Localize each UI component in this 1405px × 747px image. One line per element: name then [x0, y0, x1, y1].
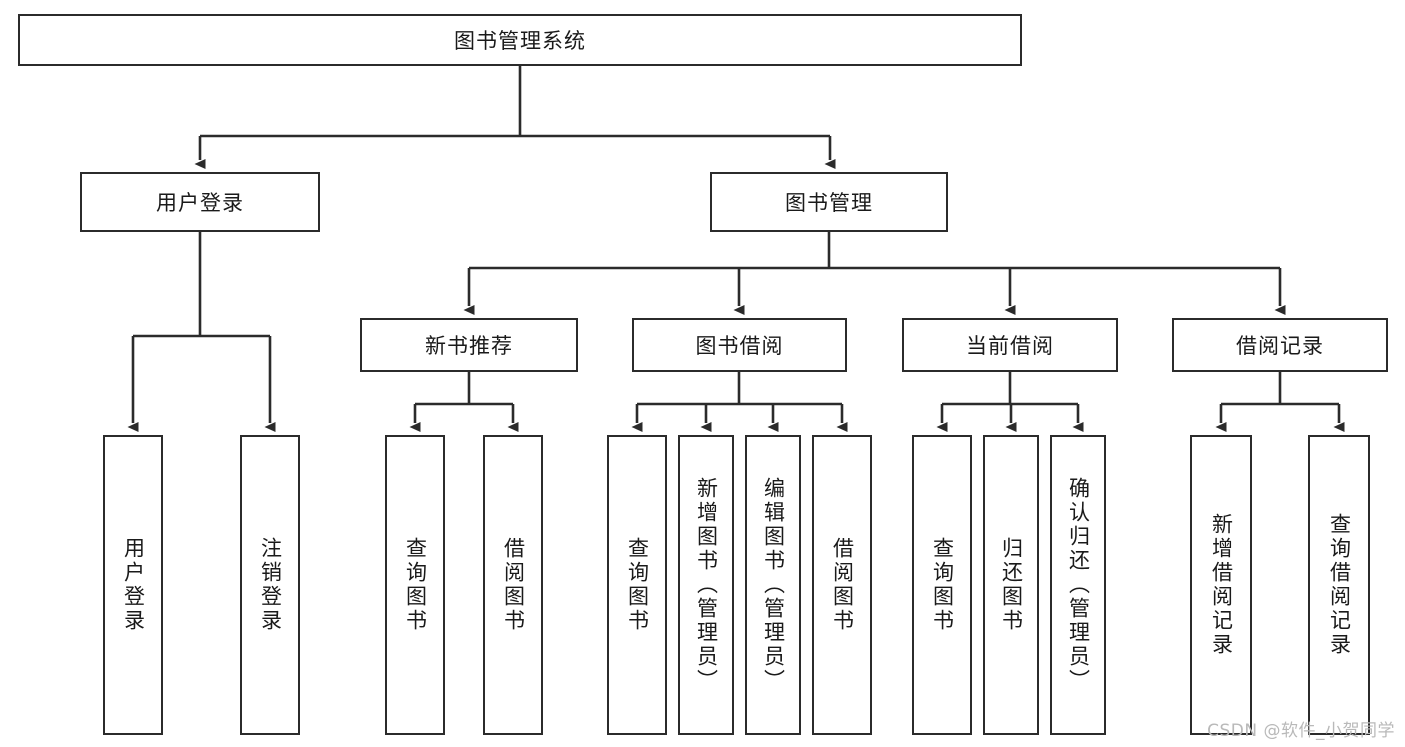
node-leaf-query-book-2-label: 查询图书	[625, 537, 650, 633]
node-leaf-query-book-3-label: 查询图书	[930, 537, 955, 633]
node-leaf-query-record-label: 查询借阅记录	[1327, 513, 1352, 657]
node-leaf-return-book[interactable]: 归还图书	[983, 435, 1039, 735]
node-leaf-confirm-return[interactable]: 确认归还（管理员）	[1050, 435, 1106, 735]
node-leaf-query-book-3[interactable]: 查询图书	[912, 435, 972, 735]
node-current-borrow[interactable]: 当前借阅	[902, 318, 1118, 372]
node-book-borrow-label: 图书借阅	[695, 334, 784, 358]
node-borrow-record[interactable]: 借阅记录	[1172, 318, 1388, 372]
node-new-book-rec-label: 新书推荐	[425, 334, 513, 358]
node-leaf-borrow-book-2-label: 借阅图书	[830, 537, 855, 633]
node-current-borrow-label: 当前借阅	[966, 334, 1054, 358]
node-root[interactable]: 图书管理系统	[18, 14, 1022, 66]
node-borrow-record-label: 借阅记录	[1236, 334, 1324, 358]
node-leaf-query-book-2[interactable]: 查询图书	[607, 435, 667, 735]
node-leaf-add-book-label: 新增图书（管理员）	[694, 477, 719, 693]
node-book-borrow[interactable]: 图书借阅	[632, 318, 847, 372]
node-leaf-user-logout[interactable]: 注销登录	[240, 435, 300, 735]
node-leaf-query-book-1-label: 查询图书	[403, 537, 428, 633]
node-user-login[interactable]: 用户登录	[80, 172, 320, 232]
node-leaf-add-record[interactable]: 新增借阅记录	[1190, 435, 1252, 735]
node-leaf-user-login-label: 用户登录	[121, 537, 146, 633]
node-book-manage[interactable]: 图书管理	[710, 172, 948, 232]
node-root-label: 图书管理系统	[454, 29, 586, 53]
node-leaf-query-book-1[interactable]: 查询图书	[385, 435, 445, 735]
node-leaf-query-record[interactable]: 查询借阅记录	[1308, 435, 1370, 735]
node-leaf-user-logout-label: 注销登录	[258, 537, 283, 633]
node-user-login-label: 用户登录	[156, 191, 244, 215]
node-leaf-edit-book-label: 编辑图书（管理员）	[761, 477, 786, 693]
watermark-text: CSDN @软件_小贺同学	[1207, 721, 1395, 741]
node-new-book-rec[interactable]: 新书推荐	[360, 318, 578, 372]
node-leaf-add-book[interactable]: 新增图书（管理员）	[678, 435, 734, 735]
node-leaf-borrow-book-1[interactable]: 借阅图书	[483, 435, 543, 735]
node-leaf-add-record-label: 新增借阅记录	[1209, 513, 1234, 657]
node-leaf-borrow-book-2[interactable]: 借阅图书	[812, 435, 872, 735]
node-leaf-return-book-label: 归还图书	[999, 537, 1024, 633]
node-leaf-user-login[interactable]: 用户登录	[103, 435, 163, 735]
node-leaf-confirm-return-label: 确认归还（管理员）	[1066, 477, 1091, 693]
node-leaf-borrow-book-1-label: 借阅图书	[501, 537, 526, 633]
node-leaf-edit-book[interactable]: 编辑图书（管理员）	[745, 435, 801, 735]
node-book-manage-label: 图书管理	[785, 191, 873, 215]
